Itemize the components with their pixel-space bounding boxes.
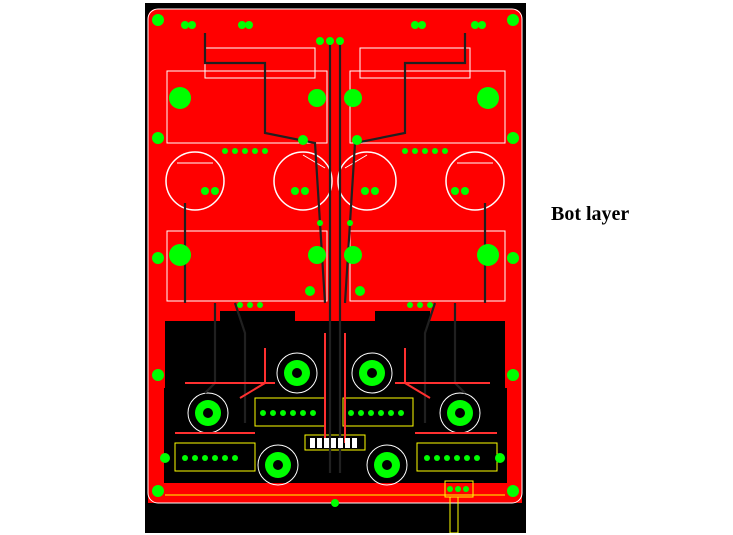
ring-terminals bbox=[187, 352, 481, 486]
copper-pour-upper bbox=[148, 9, 522, 311]
copper-pour-bottom-strip bbox=[148, 483, 522, 503]
red-traces bbox=[175, 333, 497, 443]
transformer-lower bbox=[166, 230, 506, 302]
dark-traces bbox=[183, 33, 487, 473]
layer-caption: Bot layer bbox=[551, 203, 630, 225]
pcb-board bbox=[145, 3, 526, 533]
copper-pour-right-strip bbox=[507, 303, 522, 503]
pin-header bbox=[310, 438, 357, 448]
lead-wire bbox=[449, 496, 459, 533]
transformer-upper bbox=[166, 47, 506, 144]
pads bbox=[152, 14, 519, 507]
